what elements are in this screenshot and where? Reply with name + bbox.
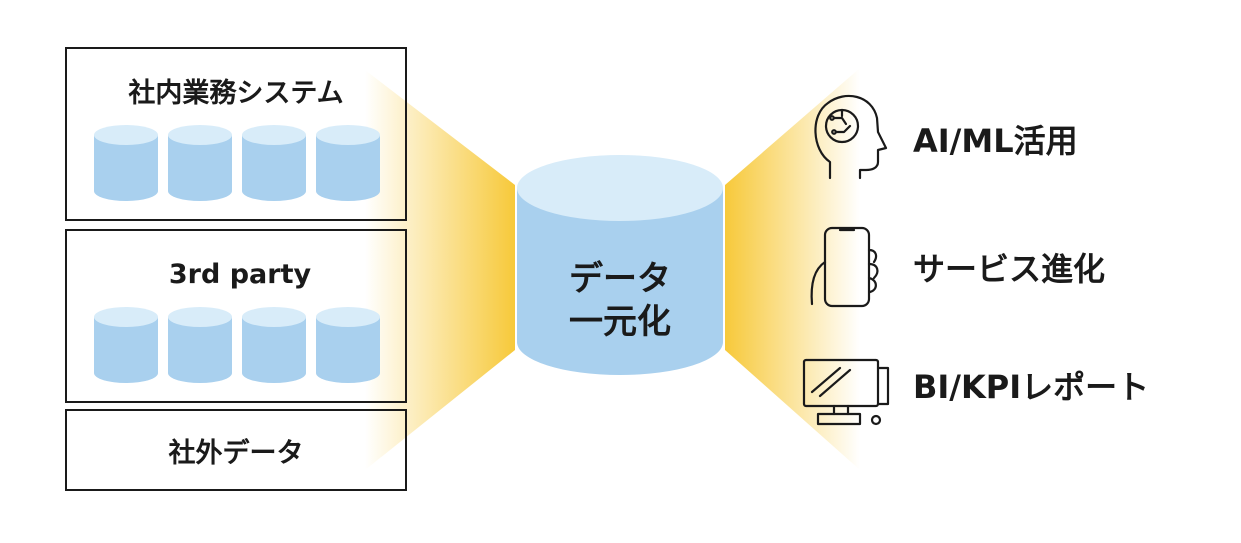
database-cylinder-icon [168,125,232,201]
source-internal-label: 社内業務システム [128,77,343,109]
source-external-label: 社外データ [169,437,304,469]
source-internal-systems: 社内業務システム [65,47,407,221]
database-cylinder-icon [94,125,158,201]
center-label-line1: データ [569,259,671,299]
third-party-database-icons [94,307,380,383]
database-cylinder-icon [94,307,158,383]
output-ai-ml: AI/ML活用 [814,94,1078,180]
central-database-cylinder: データ 一元化 [517,155,723,375]
center-label-line2: 一元化 [569,302,671,342]
left-light-beam [365,70,515,470]
database-cylinder-icon [168,307,232,383]
output-bi-label: BI/KPIレポート [913,368,1149,406]
database-cylinder-icon [242,125,306,201]
source-third-party-label: 3rd party [169,259,312,290]
internal-database-icons [94,125,380,201]
database-cylinder-icon [242,307,306,383]
source-third-party: 3rd party [65,229,407,403]
output-bi-kpi: BI/KPIレポート [802,358,1149,426]
source-external-data: 社外データ [65,409,407,491]
output-service-evolution: サービス進化 [810,226,1105,308]
right-light-beam [725,68,860,470]
database-cylinder-icon [316,125,380,201]
smartphone-hand-icon [810,226,879,308]
output-service-label: サービス進化 [913,250,1105,288]
database-cylinder-icon [316,307,380,383]
head-circuit-icon [814,94,888,180]
desktop-computer-icon [802,358,890,426]
output-ai-ml-label: AI/ML活用 [913,122,1078,160]
